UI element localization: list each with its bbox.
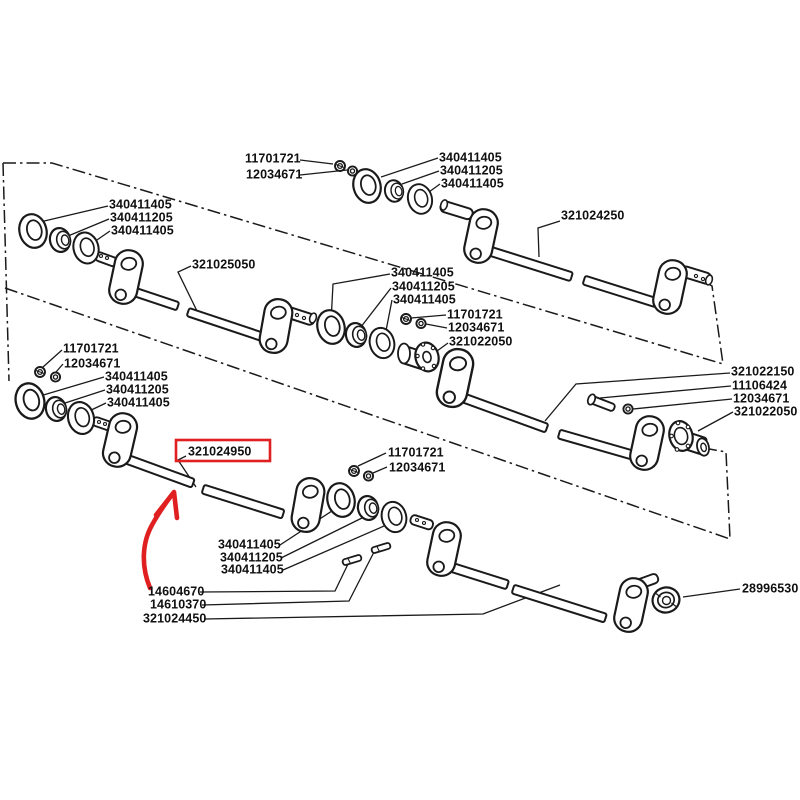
part-label: 340411405 <box>221 562 284 576</box>
lever <box>626 412 668 474</box>
boundary-lower-right-edge <box>703 447 731 540</box>
roll-pin <box>370 541 392 555</box>
nut <box>334 160 346 172</box>
part-label: 340411405 <box>105 369 168 383</box>
boundary-left-edge <box>2 162 10 382</box>
part-label: 11106424 <box>732 378 787 392</box>
part-label: 11701721 <box>388 445 444 459</box>
part-label: 340411405 <box>109 197 172 211</box>
washer <box>49 371 62 383</box>
part-label: 321024450 <box>143 611 206 625</box>
part-label-highlighted: 321024950 <box>188 444 251 458</box>
shaft-321025050-b <box>186 307 271 344</box>
part-label: 340411205 <box>392 279 455 293</box>
seal-ring <box>365 324 399 362</box>
seal-ring <box>322 478 360 522</box>
part-label: 340411405 <box>111 223 174 237</box>
nut <box>400 313 412 325</box>
part-label: 340411205 <box>110 210 173 224</box>
part-label: 340411405 <box>391 265 454 279</box>
boundary-lower-band <box>4 287 731 540</box>
part-label: 321025050 <box>192 257 255 271</box>
shaft-321024250-b <box>582 275 659 308</box>
boundary-upper-band <box>3 162 724 365</box>
part-label: 340411205 <box>220 550 283 564</box>
washer <box>362 470 375 482</box>
hub-bushing-left <box>397 341 440 373</box>
washer <box>415 317 427 330</box>
clevis-pin <box>586 393 616 412</box>
nut <box>34 366 46 378</box>
seal-ring <box>10 378 50 424</box>
bushing <box>342 320 370 350</box>
roll-pin <box>341 553 363 567</box>
part-label: 12034671 <box>448 320 504 334</box>
part-label: 340411405 <box>218 537 281 551</box>
boundary-upper-right-edge <box>704 281 724 365</box>
part-label: 321022150 <box>731 364 794 378</box>
bushing <box>354 493 382 523</box>
hardware <box>34 160 681 614</box>
part-label: 11701721 <box>245 151 301 165</box>
part-label: 12034671 <box>733 391 789 405</box>
seal-ring <box>377 498 411 536</box>
part-label: 340411205 <box>106 382 169 396</box>
shaft-321022150-b <box>557 429 634 460</box>
bearing <box>651 586 681 614</box>
lever <box>610 574 652 636</box>
bushing <box>42 394 70 424</box>
highlight-box <box>174 438 272 463</box>
part-label: 321022050 <box>734 404 797 418</box>
bushing <box>46 225 74 255</box>
shafts <box>116 243 659 623</box>
bushing <box>381 177 407 205</box>
part-label: 321022050 <box>449 334 512 348</box>
part-label: 28996530 <box>742 581 798 595</box>
shaft-321024950-b <box>201 484 285 520</box>
part-label: 12034671 <box>389 460 445 474</box>
seal-ring <box>312 305 350 349</box>
seal-ring <box>403 180 437 218</box>
nut <box>348 465 360 477</box>
shaft-321024450-b <box>511 584 608 623</box>
part-label: 14604670 <box>148 584 204 598</box>
highlight-arrow-head <box>153 489 180 521</box>
part-label: 340411405 <box>107 395 170 409</box>
part-label: 340411405 <box>441 176 504 190</box>
part-label: 340411405 <box>393 292 456 306</box>
part-label: 340411205 <box>440 163 503 177</box>
seal-ring <box>14 209 52 253</box>
part-label: 11701721 <box>63 341 119 355</box>
lever-stubs <box>91 199 714 590</box>
part-label: 11701721 <box>447 307 503 321</box>
lever <box>256 295 296 357</box>
washer <box>346 165 359 177</box>
lever <box>288 474 328 536</box>
part-label: 14610370 <box>150 597 206 611</box>
hub-bushing-right <box>668 420 710 457</box>
part-label: 321024250 <box>561 208 624 222</box>
washer <box>622 403 634 415</box>
highlight-annotation <box>141 438 272 591</box>
seal-ring <box>63 398 99 438</box>
lever <box>649 256 691 318</box>
stub-pin <box>409 514 435 531</box>
part-label: 340411405 <box>439 150 502 164</box>
part-label: 12034671 <box>64 356 120 370</box>
part-labels: 1170172112034671340411405340411205340411… <box>63 150 798 625</box>
part-label: 12034671 <box>246 167 302 181</box>
